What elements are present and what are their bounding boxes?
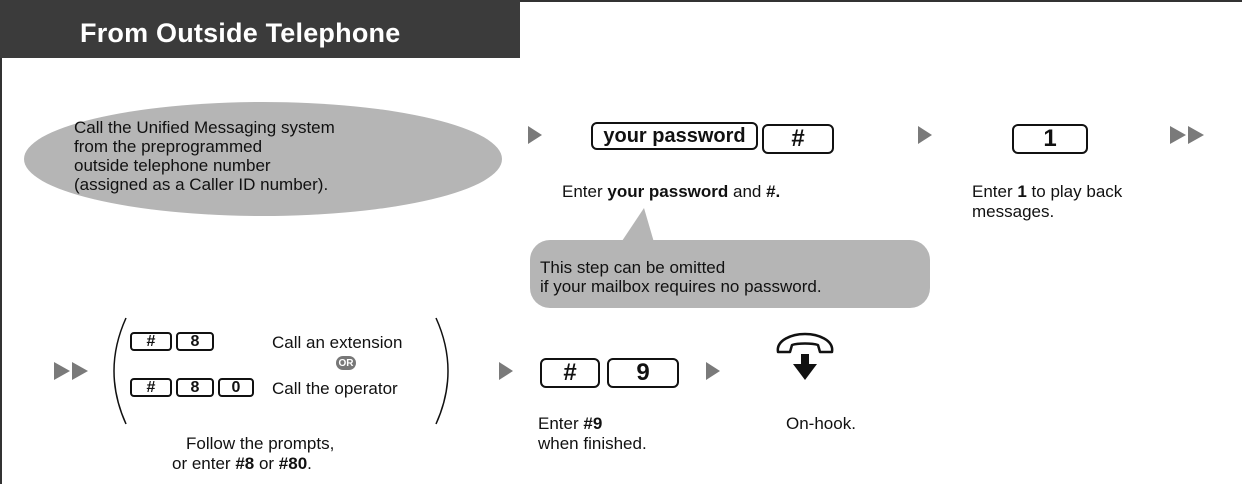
step2-description: Enter your password and #. [562, 182, 781, 201]
arrow-right-icon [706, 362, 720, 380]
options-description-line2: or enter #8 or #80. [172, 454, 312, 473]
key-8: 8 [176, 378, 214, 397]
arrow-right-icon [528, 126, 542, 144]
arrow-right-icon [499, 362, 513, 380]
key-0: 0 [218, 378, 254, 397]
options-bracket-left [113, 317, 127, 425]
frame-left-border [0, 0, 2, 484]
key-hash: # [540, 358, 600, 388]
options-description-line1: Follow the prompts, [186, 434, 335, 453]
step1-bubble [24, 102, 502, 216]
step1-line4: (assigned as a Caller ID number). [74, 175, 329, 194]
key-your-password: your password [591, 122, 758, 150]
finish-description-line2: when finished. [538, 434, 647, 453]
step1-line2: from the preprogrammed [74, 137, 263, 156]
key-hash: # [130, 332, 172, 351]
step1-line1: Call the Unified Messaging system [74, 118, 335, 137]
continue-double-arrow-icon [54, 362, 88, 380]
step3-description-line1: Enter 1 to play back [972, 182, 1123, 201]
key-hash: # [762, 124, 834, 154]
step1-line3: outside telephone number [74, 156, 271, 175]
arrow-right-icon [918, 126, 932, 144]
note-line1: This step can be omitted [540, 258, 726, 277]
onhook-label: On-hook. [786, 414, 856, 433]
key-9: 9 [607, 358, 679, 388]
note-bubble [530, 240, 930, 308]
key-8: 8 [176, 332, 214, 351]
finish-description-line1: Enter #9 [538, 414, 603, 433]
options-bracket-right [435, 317, 449, 425]
key-1: 1 [1012, 124, 1088, 154]
step3-description-line2: messages. [972, 202, 1055, 221]
note-line2: if your mailbox requires no password. [540, 277, 822, 296]
key-hash: # [130, 378, 172, 397]
on-hook-handset-icon [776, 332, 834, 380]
call-operator-label: Call the operator [272, 379, 398, 398]
frame-top-border [0, 0, 1242, 2]
or-badge: OR [336, 356, 356, 370]
continue-double-arrow-icon [1170, 126, 1204, 144]
call-extension-label: Call an extension [272, 333, 403, 352]
section-title: From Outside Telephone [0, 0, 520, 58]
